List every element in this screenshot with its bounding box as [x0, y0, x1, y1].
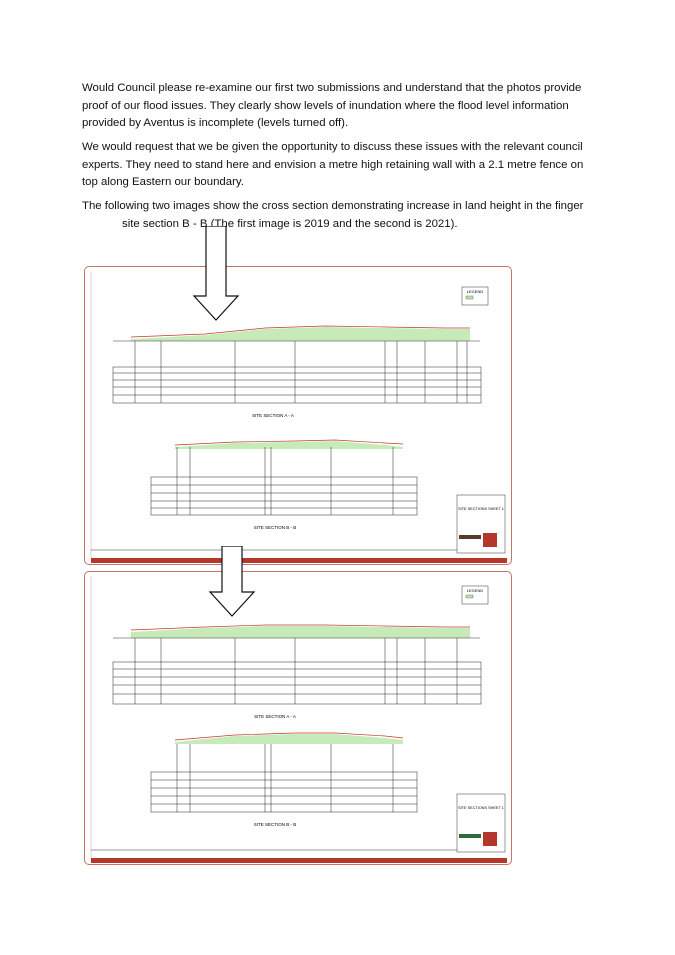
section-a-label: SITE SECTION A - A: [252, 413, 294, 418]
text-line: top along Eastern our boundary.: [82, 176, 244, 188]
cross-section-drawing: LEGEND SITE SECTION A - A SITE SECTION B…: [90, 271, 507, 563]
down-arrow-icon: [208, 546, 256, 617]
drawing-sheet-2019: LEGEND SITE SECTION A - A SITE SECTION B…: [84, 266, 512, 565]
section-a-label: SITE SECTION A - A: [254, 714, 296, 719]
paragraph-1: Would Council please re-examine our firs…: [82, 80, 602, 133]
drawing-sheet-2021: LEGEND SITE SECTION A - A SITE SECTION B…: [84, 571, 512, 865]
legend-label: LEGEND: [467, 289, 484, 294]
text-line: site section B - B (The first image is 2…: [122, 217, 458, 230]
text-line: experts. They need to stand here and env…: [82, 158, 584, 171]
paragraph-2: We would request that we be given the op…: [82, 139, 602, 192]
text-line: The following two images show the cross …: [82, 200, 584, 212]
paragraph-3: The following two images show the cross …: [82, 198, 602, 233]
legend-label: LEGEND: [467, 588, 484, 593]
text-line: provided by Aventus is incomplete (level…: [82, 117, 349, 129]
section-b-label: SITE SECTION B - B: [254, 525, 297, 530]
sheet-title: SITE SECTIONS SHEET 1: [458, 507, 504, 511]
text-line: Would Council please re-examine our firs…: [82, 82, 582, 94]
section-b-label: SITE SECTION B - B: [254, 822, 297, 827]
text-line: proof of our flood issues. They clearly …: [82, 99, 569, 112]
text-line: We would request that we be given the op…: [82, 141, 583, 153]
cross-section-drawing: LEGEND SITE SECTION A - A SITE SECTION B…: [90, 576, 507, 863]
down-arrow-icon: [192, 226, 240, 321]
sheet-title: SITE SECTIONS SHEET 1: [458, 806, 504, 810]
